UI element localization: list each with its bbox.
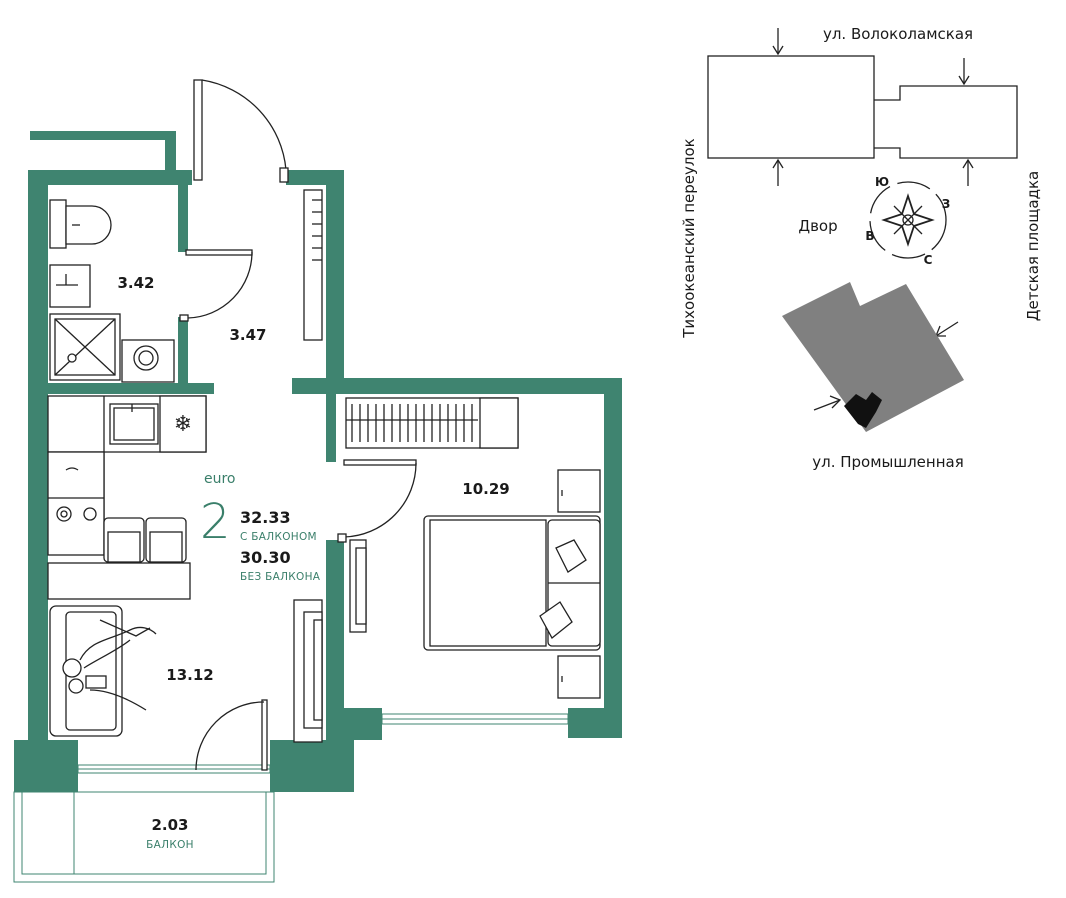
- bedroom-radiator: [345, 397, 519, 449]
- neighbor-building-left: [707, 55, 875, 159]
- balcony-door[interactable]: [195, 699, 268, 771]
- yard-label: Двор: [798, 217, 837, 235]
- floor-plan: ❄: [13, 79, 622, 883]
- balcony-label: БАЛКОН: [146, 839, 194, 851]
- street-top-label: ул. Волоколамская: [823, 25, 973, 43]
- balcony-area-label: 2.03: [151, 816, 188, 834]
- rooms-count: 2: [200, 494, 231, 550]
- neighbor-building-right: [874, 85, 1018, 159]
- street-left-label: Тихоокеанский переулок: [680, 138, 698, 339]
- wall-overhang-post: [165, 131, 176, 171]
- street-bottom-label: ул. Промышленная: [812, 453, 964, 471]
- section-marker: [844, 392, 882, 428]
- street-right-label: Детская площадка: [1024, 171, 1042, 322]
- with-balcony-label: С БАЛКОНОМ: [240, 531, 317, 543]
- compass-west: З: [942, 197, 951, 211]
- living-sofa: [49, 605, 157, 737]
- wall-bedroom-bottom-left: [326, 708, 382, 740]
- compass-star-icon: [881, 193, 935, 247]
- apartment-summary: euro 2 32.33 С БАЛКОНОМ 30.30 БЕЗ БАЛКОН…: [200, 471, 321, 583]
- compass-east: В: [865, 229, 874, 243]
- toilet: [49, 199, 112, 249]
- wall-living-bottom-left: [14, 740, 78, 792]
- bathroom-door[interactable]: [179, 249, 253, 322]
- freezer: ❄: [159, 395, 207, 453]
- wall-bath-partition-bottom: [178, 317, 188, 392]
- wall-bedroom-right: [604, 378, 622, 738]
- entrance-arrows: [772, 28, 974, 411]
- windows: [13, 713, 569, 883]
- wall-living-bottom-right: [270, 740, 354, 792]
- nightstand-top: [557, 469, 601, 513]
- wall-bath-partition-top: [178, 185, 188, 252]
- nightstand-bottom: [557, 655, 601, 699]
- wall-bedroom-left-bottom: [326, 540, 344, 740]
- svg-text:❄: ❄: [174, 412, 192, 437]
- wall-top-bathroom: [28, 170, 192, 185]
- bed: [423, 515, 601, 651]
- bathroom-area-label: 3.42: [117, 274, 154, 292]
- without-balcony-label: БЕЗ БАЛКОНА: [240, 571, 321, 583]
- hallway-wardrobe: [303, 189, 323, 341]
- compass-south: Ю: [875, 175, 889, 189]
- sink: [49, 264, 91, 308]
- apartment-type-label: euro: [204, 471, 236, 487]
- bedroom-area-label: 10.29: [462, 480, 509, 498]
- compass: Ю З В С: [865, 175, 950, 267]
- tv-unit: [293, 599, 323, 743]
- wall-bedroom-bottom-right: [568, 708, 622, 738]
- wall-hallway-right: [326, 170, 344, 390]
- dining-bench: [47, 517, 191, 600]
- wall-overhang-top: [30, 131, 176, 140]
- wall-bath-bottom: [48, 383, 214, 394]
- shower: [49, 313, 121, 381]
- walls: [14, 131, 622, 792]
- bedroom-tv: [349, 539, 367, 633]
- living-area-label: 13.12: [166, 666, 213, 684]
- area-without-balcony: 30.30: [240, 548, 291, 567]
- residential-building: [782, 282, 964, 432]
- entrance-door[interactable]: [193, 79, 289, 183]
- wall-left: [28, 170, 48, 760]
- area-with-balcony: 32.33: [240, 508, 291, 527]
- hallway-area-label: 3.47: [229, 326, 266, 344]
- compass-north: С: [924, 253, 933, 267]
- balcony-inner: [21, 791, 267, 875]
- wall-bedroom-top: [292, 378, 622, 394]
- bedroom-door[interactable]: [337, 459, 417, 543]
- balcony-outline: [13, 791, 275, 883]
- site-map: Ю З В С ул. Волоколамская Двор ул. Промы…: [680, 25, 1042, 471]
- washing-machine: [121, 339, 175, 383]
- wall-bedroom-left-top: [326, 394, 336, 462]
